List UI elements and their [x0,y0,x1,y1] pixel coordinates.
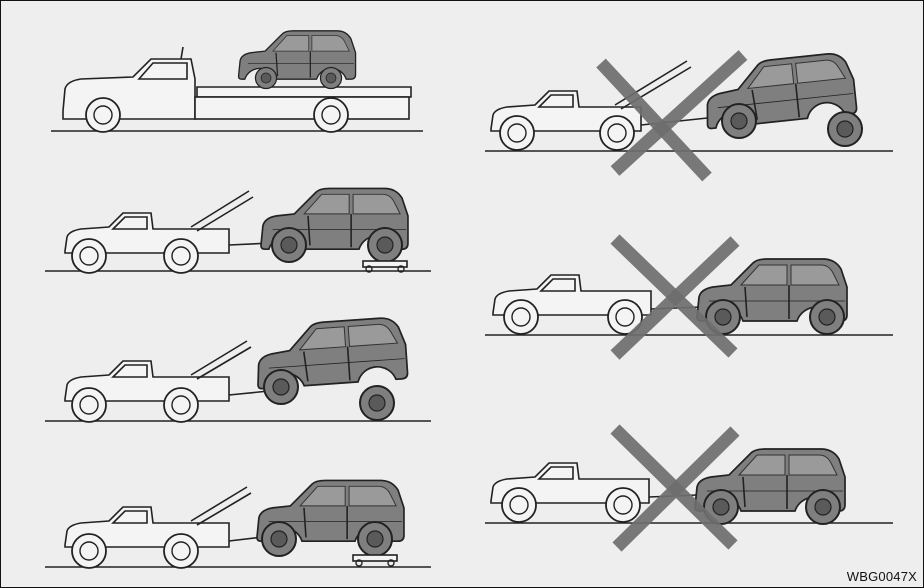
panel-wheel-lift-rear-2 [485,429,893,547]
panel-wheel-lift-front [45,317,431,422]
panel-wheel-lift-dollies [45,188,431,273]
panel-wheel-lift-rear-dollies [45,480,431,568]
panel-flatbed [51,31,423,132]
panel-wheel-lift-rear [485,239,893,355]
figure-code: WBG0047X [847,569,917,584]
panel-sling-tow [485,52,893,177]
